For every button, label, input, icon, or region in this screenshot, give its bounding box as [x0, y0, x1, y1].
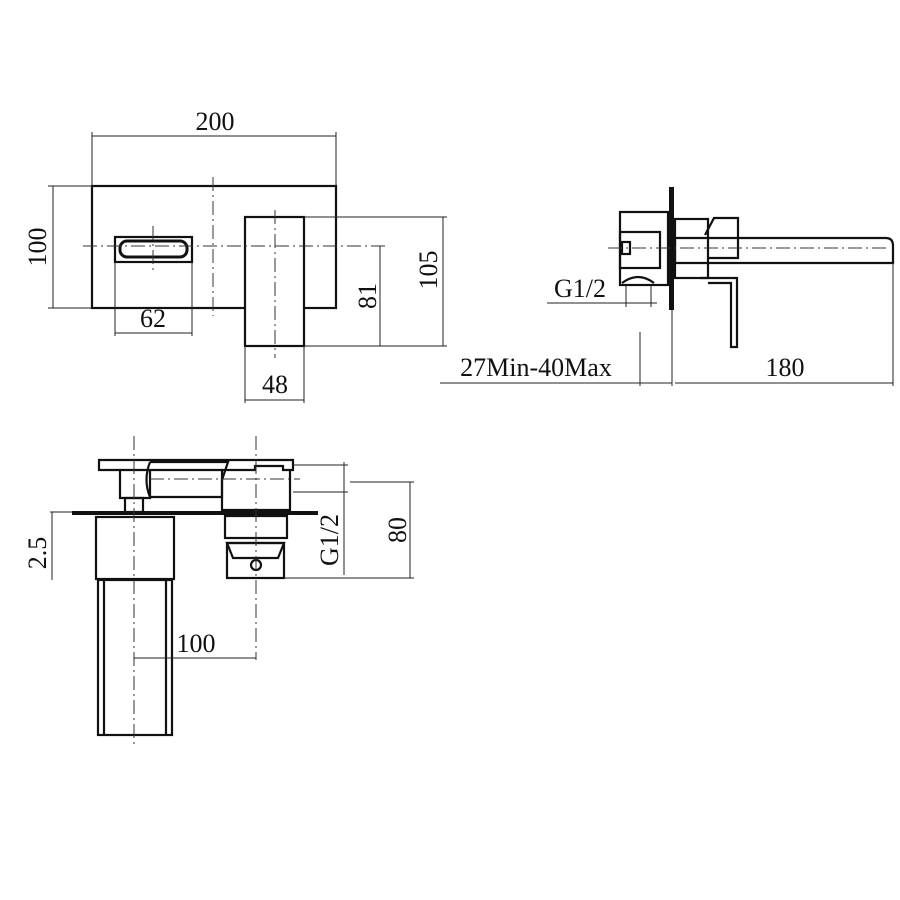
dim-80: 80 [383, 517, 412, 543]
spout [673, 236, 895, 265]
wall-plate-top [72, 511, 318, 515]
wall-flange [669, 187, 674, 310]
dim-81: 81 [353, 283, 382, 309]
dim-g12-side: G1/2 [554, 274, 606, 303]
valve-core [618, 230, 662, 270]
inlet-thread [621, 275, 655, 284]
dim-48: 48 [262, 370, 288, 399]
dimension-lines [50, 462, 414, 659]
spout-upper [94, 515, 176, 581]
front-view: 200 100 62 48 81 105 [23, 107, 447, 403]
dim-200: 200 [196, 107, 235, 136]
dim-2-5: 2.5 [23, 537, 52, 570]
dim-100: 100 [23, 228, 52, 267]
dim-100-centers: 100 [177, 629, 216, 658]
top-view: 100 G1/2 80 2.5 [23, 436, 414, 745]
dim-105: 105 [414, 251, 443, 290]
dim-180: 180 [766, 353, 805, 382]
spout-neck [118, 470, 152, 500]
dimension-lines [48, 132, 447, 403]
lever-handle-side [700, 216, 740, 349]
dim-62: 62 [140, 304, 166, 333]
dim-wall-depth: 27Min-40Max [460, 353, 612, 382]
wall-plate [90, 184, 338, 310]
side-view: G1/2 27Min-40Max 180 [440, 187, 895, 386]
dimension-lines [440, 263, 894, 386]
dim-g12-top: G1/2 [315, 514, 344, 566]
